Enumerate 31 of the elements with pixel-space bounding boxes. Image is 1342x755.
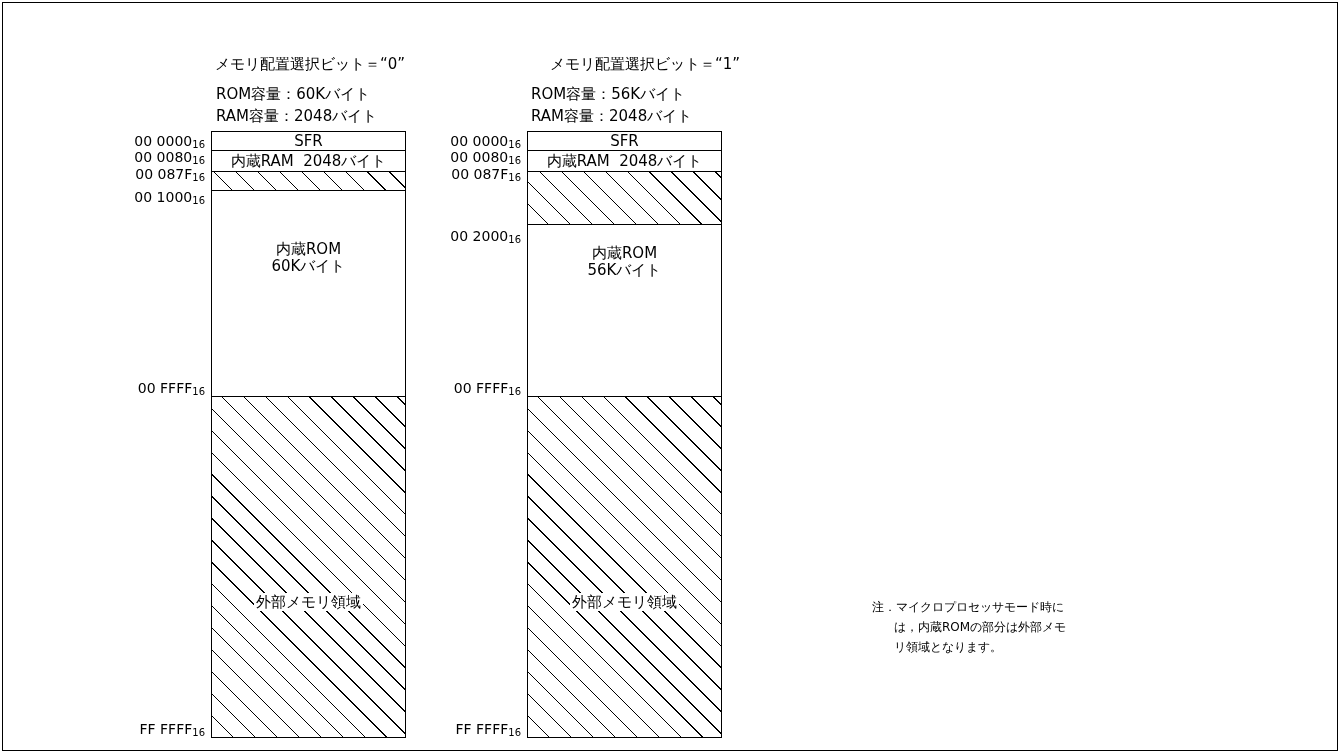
hatched-area	[527, 171, 722, 226]
memory-area	[527, 224, 722, 398]
heading-text: メモリ配置選択ビット＝“1”	[548, 54, 742, 75]
memory-area	[211, 190, 406, 398]
note-text: 注．マイクロプロセッサモード時には，内蔵ROMの部分は外部メモリ領域となります。	[872, 599, 1068, 656]
address-label: 00 0000$_{16}$	[450, 133, 521, 151]
address-label: 00 0000$_{16}$	[134, 133, 205, 151]
address-label: FF FFFF$_{16}$	[455, 721, 521, 739]
memory-area	[211, 131, 406, 152]
address-label: 00 0080$_{16}$	[134, 149, 205, 167]
external-memory-area	[211, 396, 406, 738]
capacity-text: RAM容量：2048バイト	[531, 106, 693, 127]
address-label: 00 0080$_{16}$	[450, 149, 521, 167]
capacity-text: RAM容量：2048バイト	[216, 106, 378, 127]
heading-text: メモリ配置選択ビット＝“0”	[213, 54, 407, 75]
address-label: FF FFFF$_{16}$	[139, 721, 205, 739]
hatched-area	[211, 171, 406, 192]
address-label: 00 2000$_{16}$	[450, 228, 521, 246]
area-label: 外部メモリ領域	[254, 593, 363, 611]
memory-area	[211, 150, 406, 173]
capacity-text: ROM容量：60Kバイト	[216, 84, 371, 105]
capacity-text: ROM容量：56Kバイト	[531, 84, 686, 105]
address-label: 00 FFFF$_{16}$	[137, 380, 205, 398]
address-label: 00 087F$_{16}$	[451, 166, 521, 184]
memory-area	[527, 150, 722, 173]
address-label: 00 FFFF$_{16}$	[453, 380, 521, 398]
address-label: 00 087F$_{16}$	[135, 166, 205, 184]
address-label: 00 1000$_{16}$	[134, 189, 205, 207]
area-label: 外部メモリ領域	[570, 593, 679, 611]
memory-area	[527, 131, 722, 152]
external-memory-area	[527, 396, 722, 738]
